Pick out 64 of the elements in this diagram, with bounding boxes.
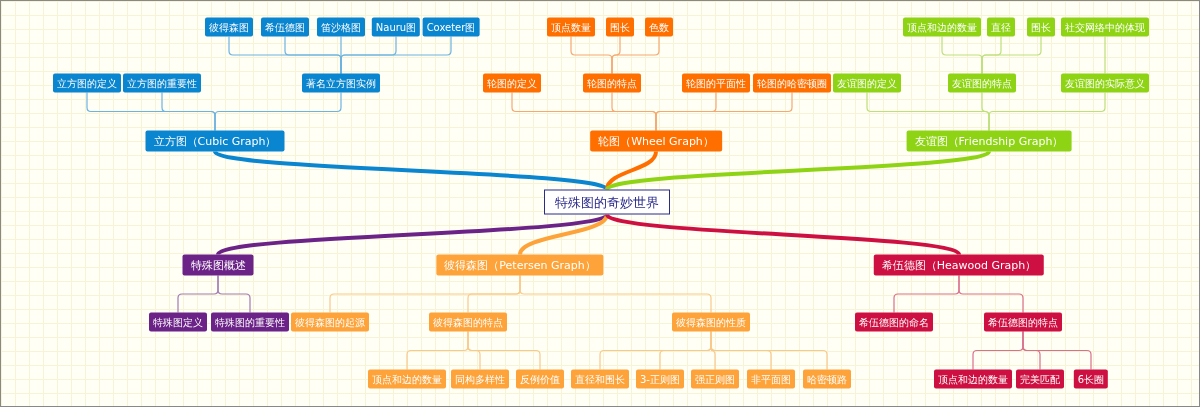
subtopic-box: 哈密顿路	[803, 369, 851, 389]
branch-topic-box: 彼得森图（Petersen Graph）	[436, 254, 604, 276]
subtopic-box: 轮图的特点	[583, 73, 641, 93]
subtopic-box: 直径	[987, 17, 1015, 37]
subtopic-box: 友谊图的定义	[833, 73, 901, 93]
subtopic-box: Coxeter图	[422, 17, 480, 37]
subtopic-box: 特殊图定义	[149, 312, 207, 332]
subtopic-box: 同构多样性	[451, 369, 509, 389]
subtopic-box: 非平面图	[747, 369, 795, 389]
subtopic-box: 强正则图	[691, 369, 739, 389]
branch-topic-box: 特殊图概述	[182, 254, 254, 276]
subtopic-box: 社交网络中的体现	[1061, 17, 1149, 37]
connector-line	[981, 35, 1042, 75]
subtopic-box: 顶点和边的数量	[903, 17, 981, 37]
subtopic-box: 顶点和边的数量	[368, 369, 446, 389]
subtopic-box: 顶点数量	[547, 17, 595, 37]
connector-line	[988, 91, 1106, 132]
subtopic-box: 彼得森图的起源	[291, 312, 369, 332]
connector-line	[467, 330, 541, 371]
subtopic-box: 彼得森图的性质	[672, 312, 750, 332]
connector-line	[655, 91, 793, 132]
branch-connector	[605, 151, 658, 190]
branch-topic-box: 立方图（Cubic Graph）	[145, 130, 285, 152]
subtopic-box: 围长	[1027, 17, 1055, 37]
subtopic-box: 顶点和边的数量	[934, 369, 1012, 389]
subtopic-box: 友谊图的实际意义	[1061, 73, 1149, 93]
connector-line	[519, 274, 712, 314]
connector-line	[1022, 330, 1092, 371]
branch-connector	[518, 213, 609, 256]
branch-topic-box: 轮图（Wheel Graph）	[590, 130, 722, 152]
subtopic-box: 立方图的定义	[53, 73, 121, 93]
subtopic-box: 轮图的定义	[483, 73, 541, 93]
subtopic-box: 著名立方图实例	[302, 73, 380, 93]
branch-topic-box: 希伍德图（Heawood Graph）	[873, 254, 1045, 276]
subtopic-box: 完美匹配	[1016, 369, 1064, 389]
branch-connector	[214, 149, 608, 192]
connector-line	[611, 35, 660, 75]
subtopic-box: 6长圈	[1073, 369, 1109, 389]
subtopic-box: 希伍德图	[261, 17, 309, 37]
connector-line	[1104, 35, 1106, 75]
subtopic-box: 立方图的重要性	[123, 73, 201, 93]
connector-line	[214, 91, 342, 132]
subtopic-box: 希伍德图的命名	[855, 312, 933, 332]
branch-connector	[606, 149, 990, 192]
branch-topic-box: 友谊图（Friendship Graph）	[906, 130, 1072, 152]
connector-line	[340, 35, 452, 75]
subtopic-box: 轮图的哈密顿圈	[753, 73, 831, 93]
subtopic-box: 希伍德图的特点	[984, 312, 1062, 332]
connector-line	[958, 274, 1024, 314]
central-topic-box: 特殊图的奇妙世界	[544, 189, 670, 215]
subtopic-box: 彼得森图	[205, 17, 253, 37]
subtopic-box: Nauru图	[371, 17, 421, 37]
subtopic-box: 彼得森图的特点	[429, 312, 507, 332]
subtopic-box: 特殊图的重要性	[211, 312, 289, 332]
subtopic-box: 色数	[645, 17, 673, 37]
subtopic-box: 围长	[606, 17, 634, 37]
subtopic-box: 反例价值	[516, 369, 564, 389]
connector-line	[710, 330, 828, 371]
connector-line	[217, 274, 251, 314]
subtopic-box: 友谊图的特点	[948, 73, 1016, 93]
subtopic-box: 直径和围长	[571, 369, 629, 389]
subtopic-box: 笛沙格图	[317, 17, 365, 37]
subtopic-box: 轮图的平面性	[682, 73, 750, 93]
subtopic-box: 3-正则图	[636, 369, 684, 389]
